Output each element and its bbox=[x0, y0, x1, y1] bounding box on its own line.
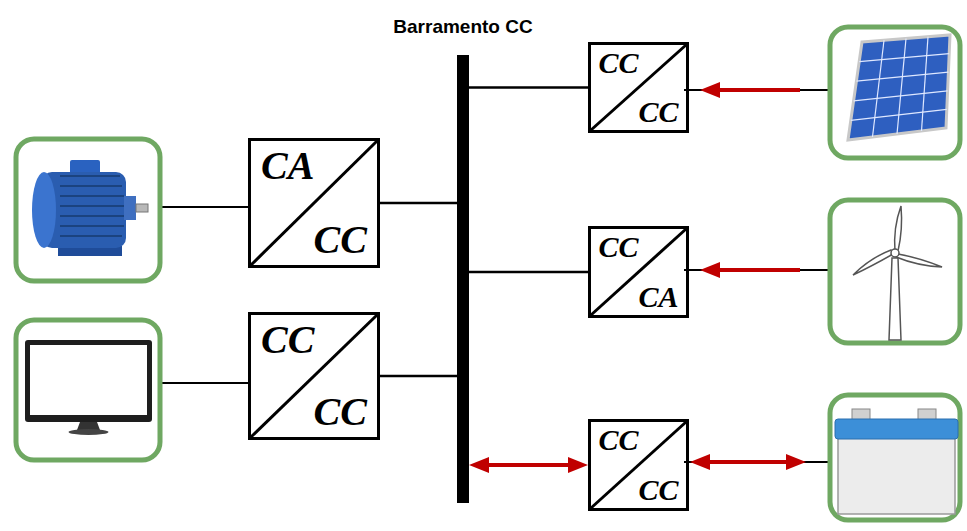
bus-connector bbox=[380, 375, 457, 378]
fin bbox=[60, 195, 124, 197]
dc-bus-bar: Barramento CC bbox=[457, 55, 469, 503]
converter-input: CC bbox=[599, 48, 639, 78]
wire bbox=[684, 461, 828, 463]
converter-box: CACC bbox=[248, 138, 380, 268]
diagonal-line bbox=[591, 422, 686, 508]
motor-icon bbox=[32, 160, 148, 256]
motor-flange bbox=[124, 196, 136, 220]
diagonal-line bbox=[591, 229, 686, 315]
converter-box: CC CC bbox=[588, 419, 689, 511]
power-flow-arrow bbox=[712, 88, 800, 92]
converter-output: CC bbox=[638, 475, 678, 505]
wire bbox=[684, 89, 828, 91]
turbine-blade bbox=[896, 254, 942, 267]
tv-base bbox=[69, 429, 109, 435]
power-flow-arrow bbox=[712, 268, 800, 272]
tv-icon bbox=[25, 340, 152, 435]
converter-input: CC bbox=[599, 232, 639, 262]
fin bbox=[60, 175, 120, 177]
wind-turbine-icon bbox=[853, 206, 942, 340]
converter-output: CC bbox=[638, 97, 678, 127]
panel-surface bbox=[848, 35, 950, 140]
solar-panel-icon bbox=[848, 35, 950, 140]
turbine-blade bbox=[895, 206, 902, 252]
fin bbox=[60, 235, 122, 237]
converter-output: CA bbox=[638, 282, 678, 312]
wire bbox=[684, 269, 828, 271]
device-wires bbox=[162, 90, 828, 462]
motor-shaft bbox=[136, 204, 148, 212]
bus-connector bbox=[481, 463, 576, 467]
grid-line bbox=[897, 39, 906, 135]
device-frame bbox=[830, 200, 960, 343]
converter-input: CA bbox=[261, 146, 314, 186]
power-flow-arrow bbox=[702, 460, 794, 464]
battery-lid bbox=[835, 419, 958, 439]
battery-body bbox=[838, 434, 955, 514]
fin bbox=[60, 205, 124, 207]
converter-output: CC bbox=[314, 220, 367, 260]
converter-output: CC bbox=[314, 392, 367, 432]
turbine-blade bbox=[853, 250, 893, 275]
diagonal-line bbox=[251, 315, 377, 437]
device-frames bbox=[16, 27, 960, 520]
panel-grid bbox=[851, 37, 949, 137]
tv-stand bbox=[77, 422, 100, 430]
bus-title: Barramento CC bbox=[393, 17, 532, 38]
battery-icon bbox=[835, 409, 958, 514]
motor-end-cap bbox=[32, 172, 56, 248]
wire bbox=[162, 382, 248, 384]
diagonal-line bbox=[591, 45, 686, 130]
turbine-tower bbox=[889, 258, 901, 340]
fin bbox=[60, 215, 124, 217]
fin bbox=[60, 225, 124, 227]
converter-input: CC bbox=[599, 425, 639, 455]
converter-box: CC CC bbox=[588, 42, 689, 133]
converter-box: CC CA bbox=[588, 226, 689, 318]
converter-input: CC bbox=[261, 320, 314, 360]
grid-line bbox=[873, 40, 885, 137]
diagonal-line bbox=[251, 141, 377, 265]
device-frame bbox=[16, 139, 160, 281]
device-frame bbox=[830, 395, 960, 520]
converter-box: CCCC bbox=[248, 312, 380, 440]
device-frame bbox=[830, 27, 960, 158]
device-frame bbox=[16, 320, 160, 460]
tv-frame bbox=[25, 340, 152, 422]
bus-connector bbox=[469, 271, 588, 274]
wire bbox=[162, 206, 248, 208]
bus-connector bbox=[380, 202, 457, 205]
bus-connector bbox=[469, 86, 588, 89]
turbine-hub bbox=[891, 249, 899, 257]
edge-group bbox=[380, 88, 588, 466]
tv-screen bbox=[30, 345, 147, 415]
fin bbox=[60, 185, 122, 187]
grid-line bbox=[922, 37, 929, 131]
motor-fins bbox=[60, 176, 124, 236]
